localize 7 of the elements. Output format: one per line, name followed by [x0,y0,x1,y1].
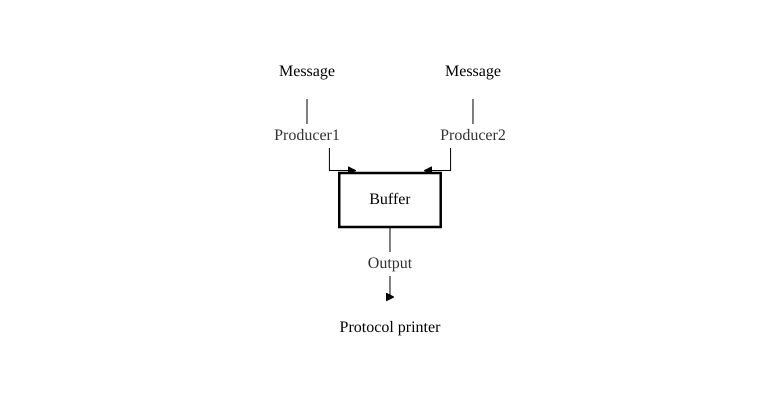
node-text: Message [444,63,500,80]
node-text: Message [278,63,334,80]
edge-label: Producer1 [274,127,340,144]
node-box: Buffer [338,172,442,228]
edge-label: Output [367,255,412,272]
edge-label: Producer2 [440,127,506,144]
node-text: Protocol printer [339,319,440,336]
